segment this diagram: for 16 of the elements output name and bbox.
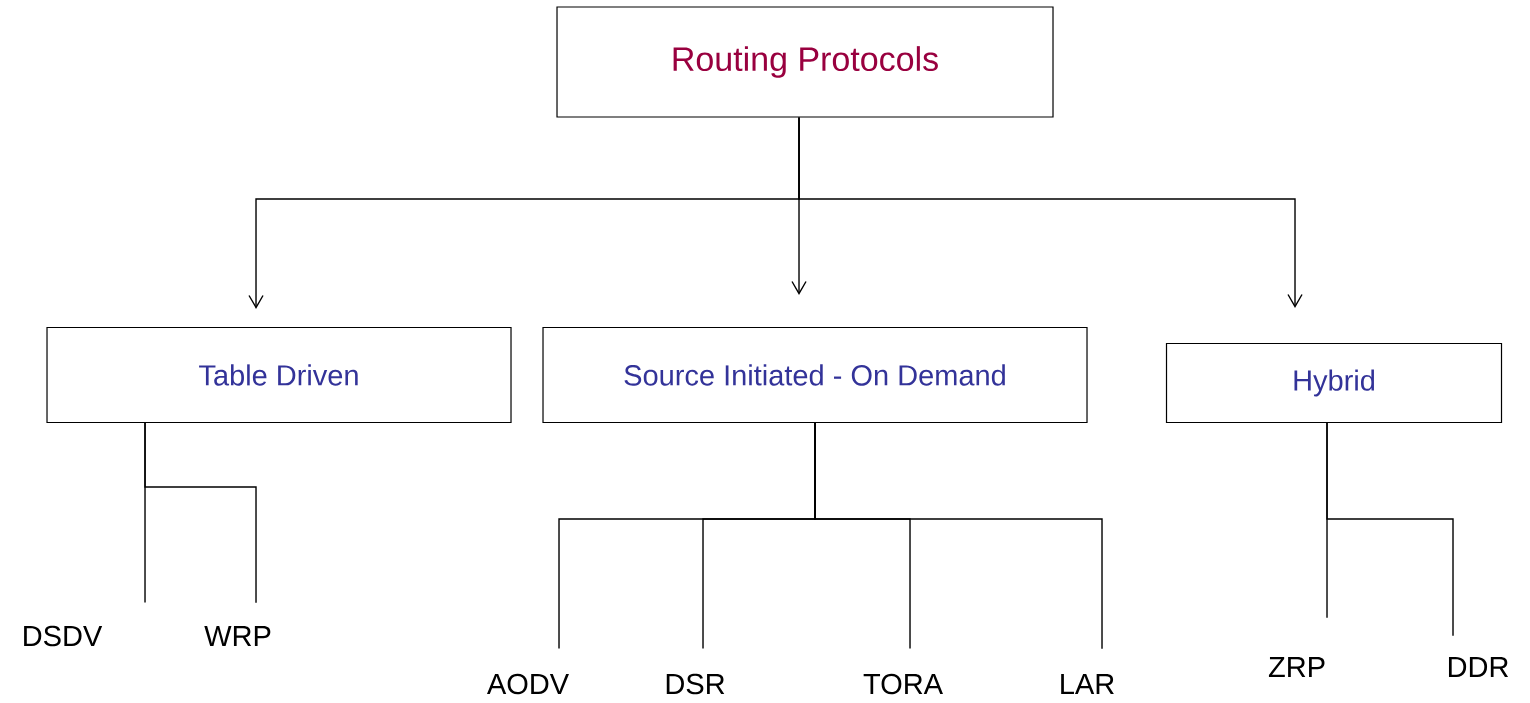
connector-line xyxy=(144,422,257,604)
root-box: Routing Protocols xyxy=(556,6,1054,118)
connector-line xyxy=(1326,422,1454,637)
protocol-label: ZRP xyxy=(1268,657,1325,677)
category-box: Hybrid xyxy=(1165,342,1503,424)
protocol-label: DSR xyxy=(666,673,725,695)
protocol-label: LAR xyxy=(1061,674,1114,694)
protocol-label: DSDV xyxy=(24,625,103,647)
arrow xyxy=(798,116,1303,308)
connector-line xyxy=(814,422,1103,650)
protocol-label: TORA xyxy=(863,673,943,695)
protocol-label: DDR xyxy=(1449,657,1509,677)
category-box: Table Driven xyxy=(46,326,512,424)
category-box: Source Initiated - On Demand xyxy=(542,326,1088,424)
protocol-label: WRP xyxy=(204,626,271,646)
protocol-label: AODV xyxy=(487,673,569,695)
